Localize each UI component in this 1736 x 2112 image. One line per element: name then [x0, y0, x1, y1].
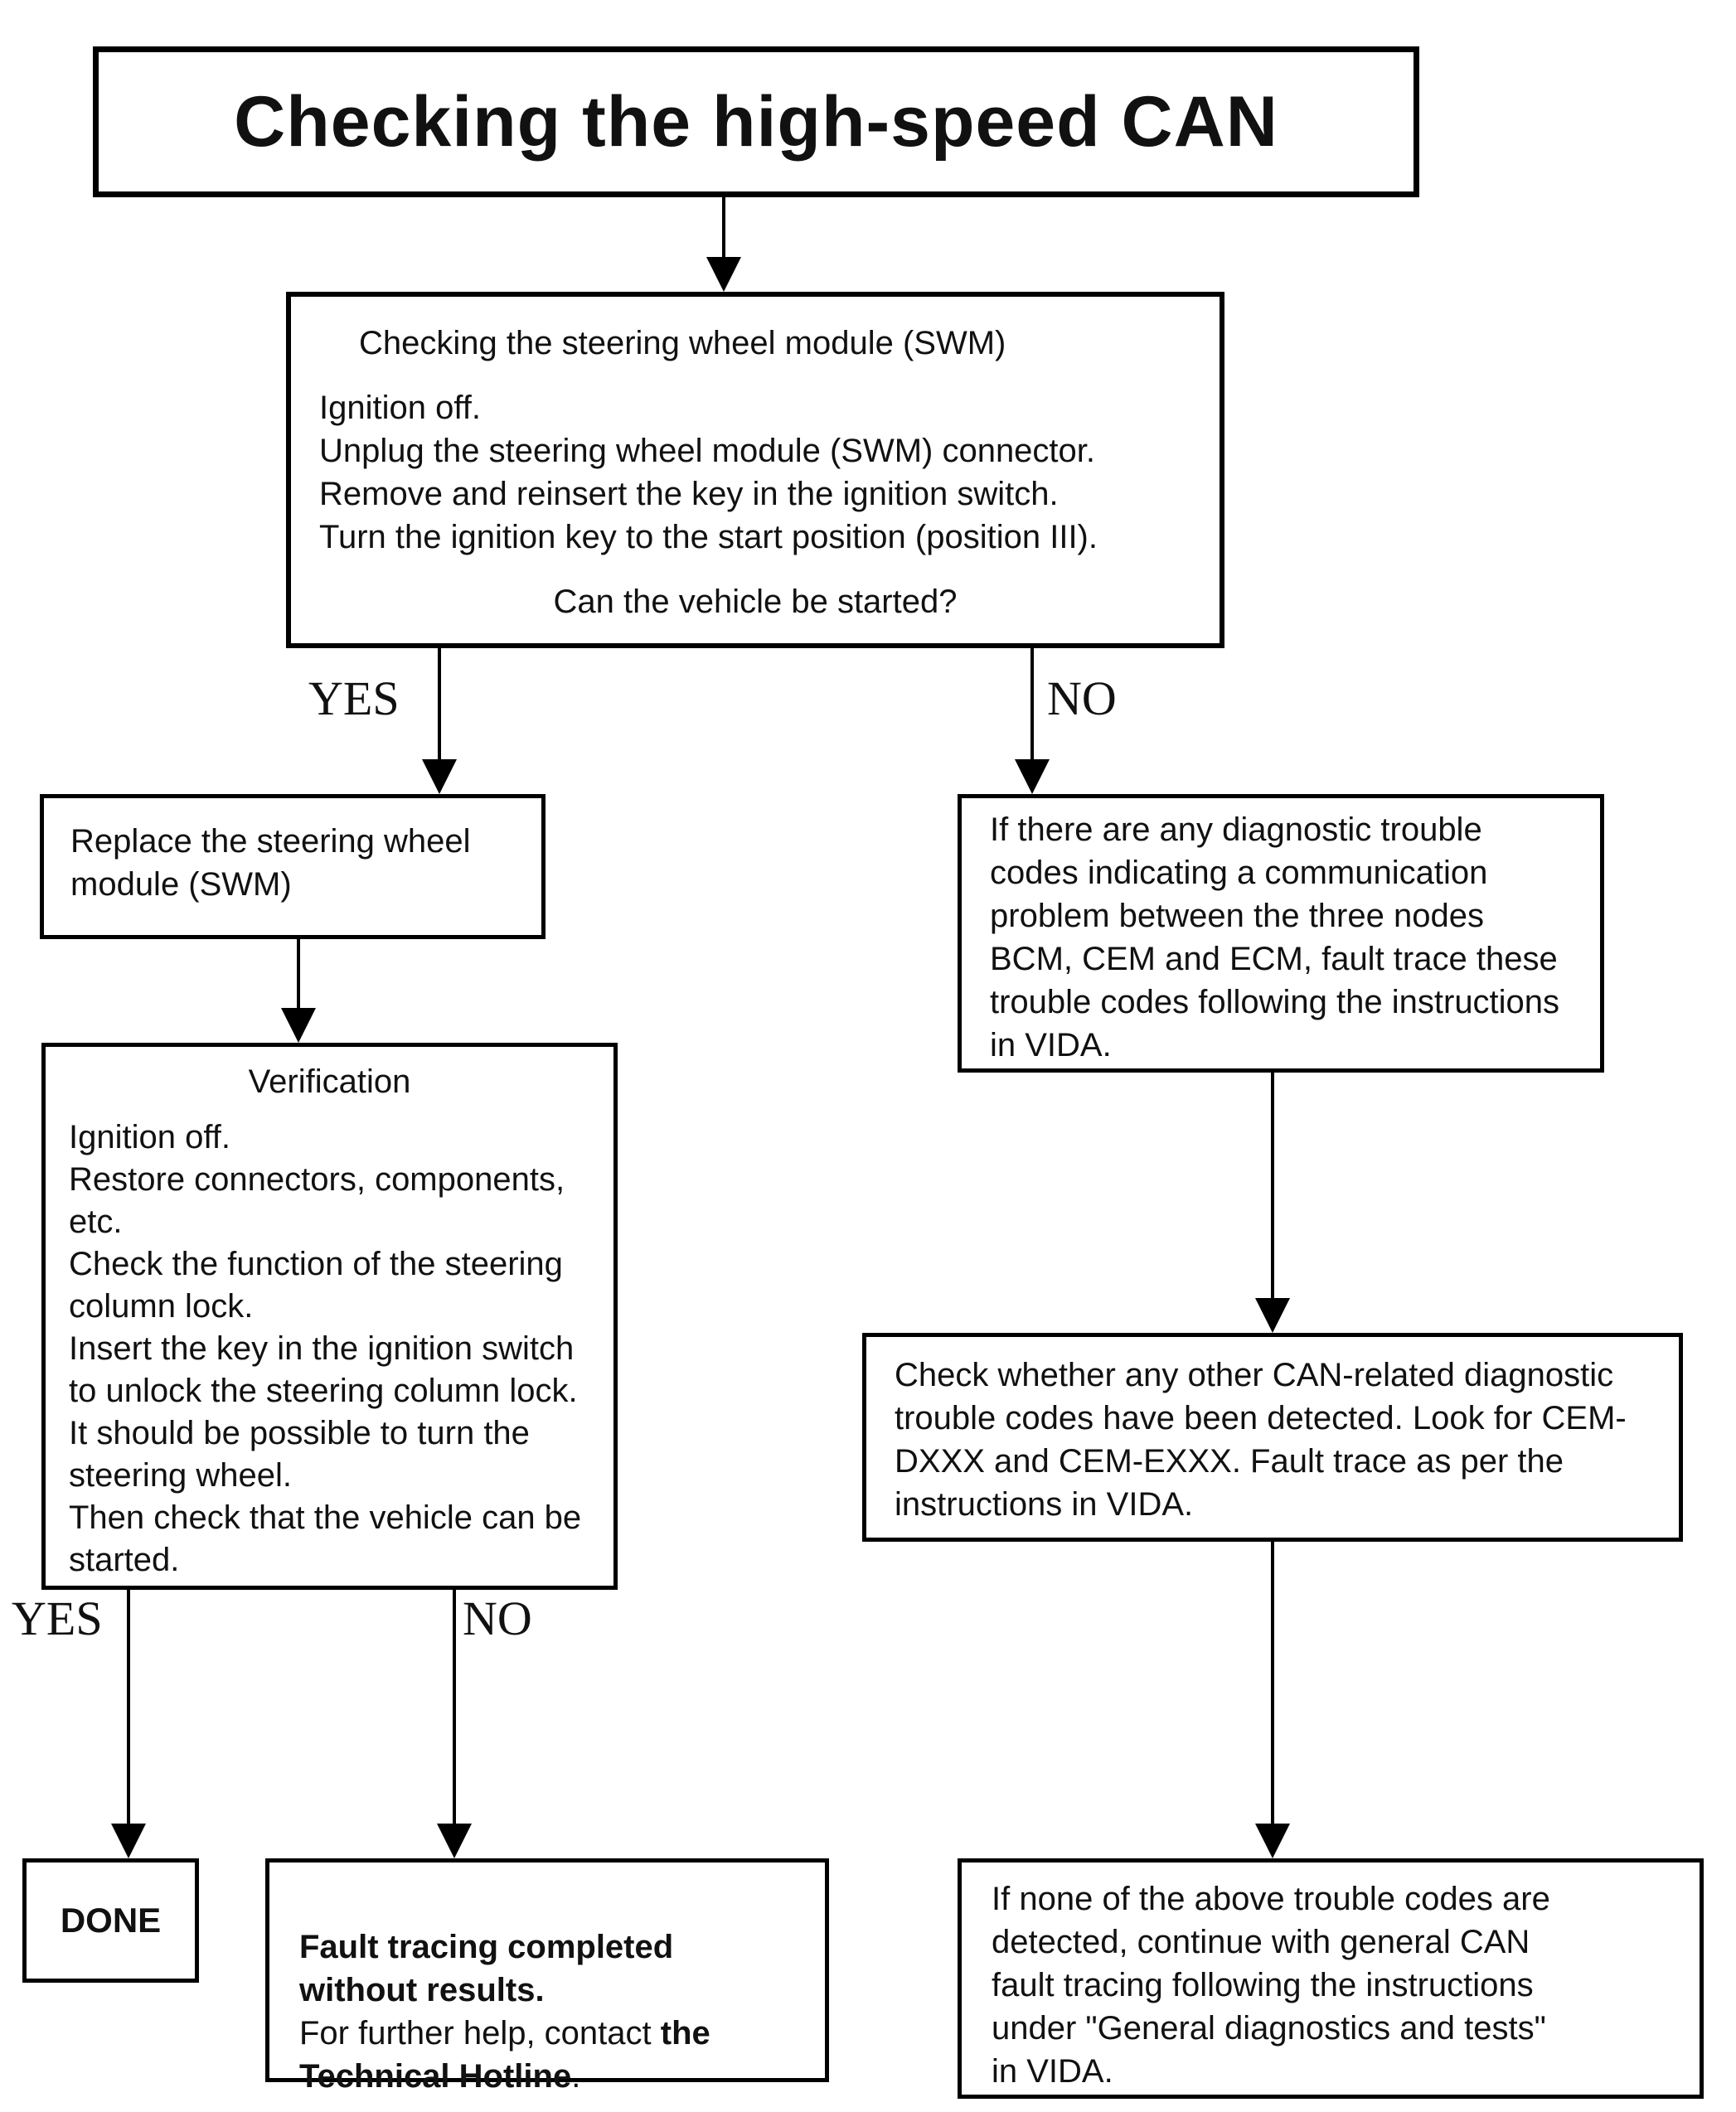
node-done: DONE: [22, 1858, 199, 1983]
arrow-head-icon: [706, 257, 741, 292]
node-replace-swm: Replace the steering wheel module (SWM): [40, 794, 546, 939]
node-swm-check: Checking the steering wheel module (SWM)…: [286, 292, 1224, 648]
fault-tracing-normal: For further help, contact: [299, 2015, 661, 2051]
node-check-other-can: Check whether any other CAN-related diag…: [862, 1333, 1683, 1542]
arrow-head-icon: [281, 1008, 316, 1043]
verification-steps: Ignition off. Restore connectors, compon…: [69, 1119, 582, 1578]
swm-check-heading: Checking the steering wheel module (SWM): [359, 325, 1006, 361]
arrow-shaft: [453, 1590, 456, 1825]
branch-label-no-top: NO: [1047, 671, 1117, 725]
arrow-shaft: [1271, 1542, 1274, 1825]
arrow-shaft: [438, 648, 441, 761]
arrow-head-icon: [1015, 759, 1050, 794]
branch-label-no-bottom: NO: [463, 1591, 532, 1645]
node-verification: Verification Ignition off. Restore conne…: [41, 1043, 618, 1590]
swm-check-question: Can the vehicle be started?: [553, 584, 958, 620]
fault-tracing-bold-intro: Fault tracing completed without results.: [299, 1929, 674, 2008]
node-fault-tracing-completed: Fault tracing completed without results.…: [265, 1858, 829, 2095]
node-title: Checking the high-speed CAN: [93, 46, 1419, 197]
arrow-shaft: [1271, 1073, 1274, 1300]
arrow-head-icon: [437, 1824, 472, 1858]
branch-label-yes-top: YES: [308, 671, 400, 725]
node-dtc-communication: If there are any diagnostic trouble code…: [958, 794, 1604, 1073]
arrow-head-icon: [1255, 1298, 1290, 1333]
arrow-shaft: [127, 1590, 130, 1825]
arrow-shaft: [297, 939, 300, 1010]
arrow-shaft: [722, 197, 725, 259]
page-title: Checking the high-speed CAN: [234, 82, 1278, 162]
arrow-head-icon: [422, 759, 457, 794]
arrow-head-icon: [111, 1824, 146, 1858]
fault-tracing-suffix: .: [571, 2058, 581, 2095]
arrow-head-icon: [1255, 1824, 1290, 1858]
swm-check-steps: Ignition off. Unplug the steering wheel …: [319, 390, 1098, 555]
fault-tracing-bold-contact: the Technical Hotline: [299, 2015, 710, 2095]
done-label: DONE: [60, 1901, 162, 1940]
node-general-can: If none of the above trouble codes are d…: [958, 1858, 1704, 2099]
branch-label-yes-bottom: YES: [12, 1591, 103, 1645]
verification-heading: Verification: [248, 1063, 411, 1100]
arrow-shaft: [1030, 648, 1034, 761]
